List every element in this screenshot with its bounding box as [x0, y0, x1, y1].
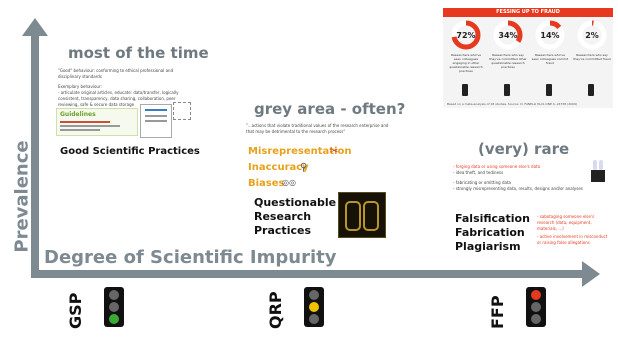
ffp-bullet: - forging data or using someone else's d…	[453, 164, 541, 169]
x-axis-label: Degree of Scientific Impurity	[44, 247, 337, 268]
traffic-light-body	[104, 287, 124, 327]
donut-chart: 14%	[535, 20, 565, 50]
x-axis	[31, 270, 587, 278]
donut-value: 14%	[540, 31, 559, 40]
ffp-title-line: Fabrication	[455, 226, 525, 239]
donut-caption: Researchers who've seen colleagues engag…	[449, 53, 483, 73]
traffic-light-label: QRP	[266, 291, 285, 329]
qrp-photo	[338, 192, 386, 238]
gsp-bullet: Exemplary behaviour:	[58, 84, 102, 89]
y-axis	[31, 30, 39, 276]
donut-chart: 72%	[451, 20, 481, 50]
scissors-icon: ✂	[330, 146, 339, 157]
red-bulb	[531, 290, 541, 300]
qrp-item-misrepresentation: Misrepresentation	[248, 146, 352, 157]
pencil-icon	[173, 102, 191, 120]
donut-segment	[451, 20, 481, 50]
donut-value: 72%	[456, 31, 475, 40]
magic-hat-icon	[589, 160, 607, 182]
ffp-side-bullet: - sabotaging someone else's research (da…	[537, 214, 595, 231]
infographic-stat: 34% Researchers who say they've committed…	[489, 20, 527, 100]
traffic-light-label: GSP	[66, 292, 85, 329]
mini-traffic-light-icon	[462, 84, 468, 96]
infographic-stat: 72% Researchers who've seen colleagues en…	[447, 20, 485, 100]
donut-segment	[493, 20, 523, 50]
donut-chart: 2%	[577, 20, 607, 50]
gsp-bullet: "Good" behaviour: conforming to ethical …	[58, 68, 174, 79]
ffp-bullet: - idea theft, and tediness	[453, 170, 504, 175]
qrp-title-line: Research	[254, 210, 312, 223]
infographic: FESSING UP TO FRAUD 72% Researchers who'v…	[443, 8, 613, 108]
donut-value: 34%	[498, 31, 517, 40]
donut-caption: Researchers who say they've committed ot…	[489, 53, 527, 69]
gsp-bullet: - articulate original articles, educate:…	[58, 90, 179, 107]
red-bulb	[109, 290, 119, 300]
mini-traffic-light-icon	[546, 84, 552, 96]
donut-segment	[535, 20, 565, 50]
qrp-title-line: Questionable	[254, 196, 337, 209]
x-axis-arrowhead	[582, 261, 600, 287]
infographic-title: FESSING UP TO FRAUD	[443, 8, 613, 17]
red-bulb	[309, 290, 319, 300]
donut-caption: Researchers who say they've committed fr…	[573, 53, 611, 61]
document-icon	[140, 104, 172, 138]
traffic-light-body	[526, 287, 546, 327]
yellow-bulb	[531, 302, 541, 312]
yellow-bulb	[309, 302, 319, 312]
ffp-bullets: - forging data or using someone else's d…	[453, 164, 583, 192]
qrp-title: Questionable Research Practices	[254, 196, 336, 238]
ffp-title-line: Plagiarism	[455, 240, 521, 253]
y-axis-label: Prevalence	[11, 140, 33, 253]
traffic-light-body	[304, 287, 324, 327]
infographic-stat: 2% Researchers who say they've committed …	[573, 20, 611, 100]
green-bulb	[531, 314, 541, 324]
green-bulb	[309, 314, 319, 324]
qrp-title-line: Practices	[254, 224, 311, 237]
gsp-bullets: "Good" behaviour: conforming to ethical …	[58, 68, 188, 108]
donut-chart: 34%	[493, 20, 523, 50]
ffp-side-bullet: - active involvement in misconduct or ra…	[537, 234, 608, 245]
infographic-footer: Based on a meta-analysis of 18 studies. …	[447, 102, 578, 106]
donut-segment	[577, 20, 607, 50]
qrp-item-biases: Biases	[248, 178, 285, 189]
gsp-heading: most of the time	[68, 44, 209, 62]
traffic-light-label: FFP	[488, 295, 507, 329]
qrp-quote: "...actions that violate traditional val…	[246, 123, 389, 134]
glasses-icon: ◎◎	[282, 178, 296, 187]
mini-traffic-light-icon	[504, 84, 510, 96]
ffp-bullet: - fabricating or omitting data	[453, 180, 511, 185]
green-bulb	[109, 314, 119, 324]
donut-caption: Researchers who've seen colleagues commi…	[531, 53, 569, 65]
yellow-bulb	[109, 302, 119, 312]
ffp-side-bullets: - sabotaging someone else's research (da…	[537, 214, 609, 246]
ffp-heading: (very) rare	[478, 140, 570, 158]
qrp-heading: grey area - often?	[254, 100, 406, 118]
magnifier-icon: ⚲	[300, 162, 308, 173]
ffp-title: Falsification Fabrication Plagiarism	[455, 212, 530, 254]
mini-traffic-light-icon	[588, 84, 594, 96]
guidelines-card: Guidelines	[56, 108, 138, 136]
gsp-title: Good Scientific Practices	[60, 146, 200, 157]
infographic-stat: 14% Researchers who've seen colleagues co…	[531, 20, 569, 100]
qrp-item-inaccuracy: Inaccuracy	[248, 162, 309, 173]
y-axis-arrowhead	[22, 18, 48, 36]
ffp-title-line: Falsification	[455, 212, 530, 225]
ffp-bullet: - strongly misrepresenting data, results…	[453, 186, 583, 191]
donut-value: 2%	[585, 31, 599, 40]
guidelines-label: Guidelines	[60, 111, 96, 118]
